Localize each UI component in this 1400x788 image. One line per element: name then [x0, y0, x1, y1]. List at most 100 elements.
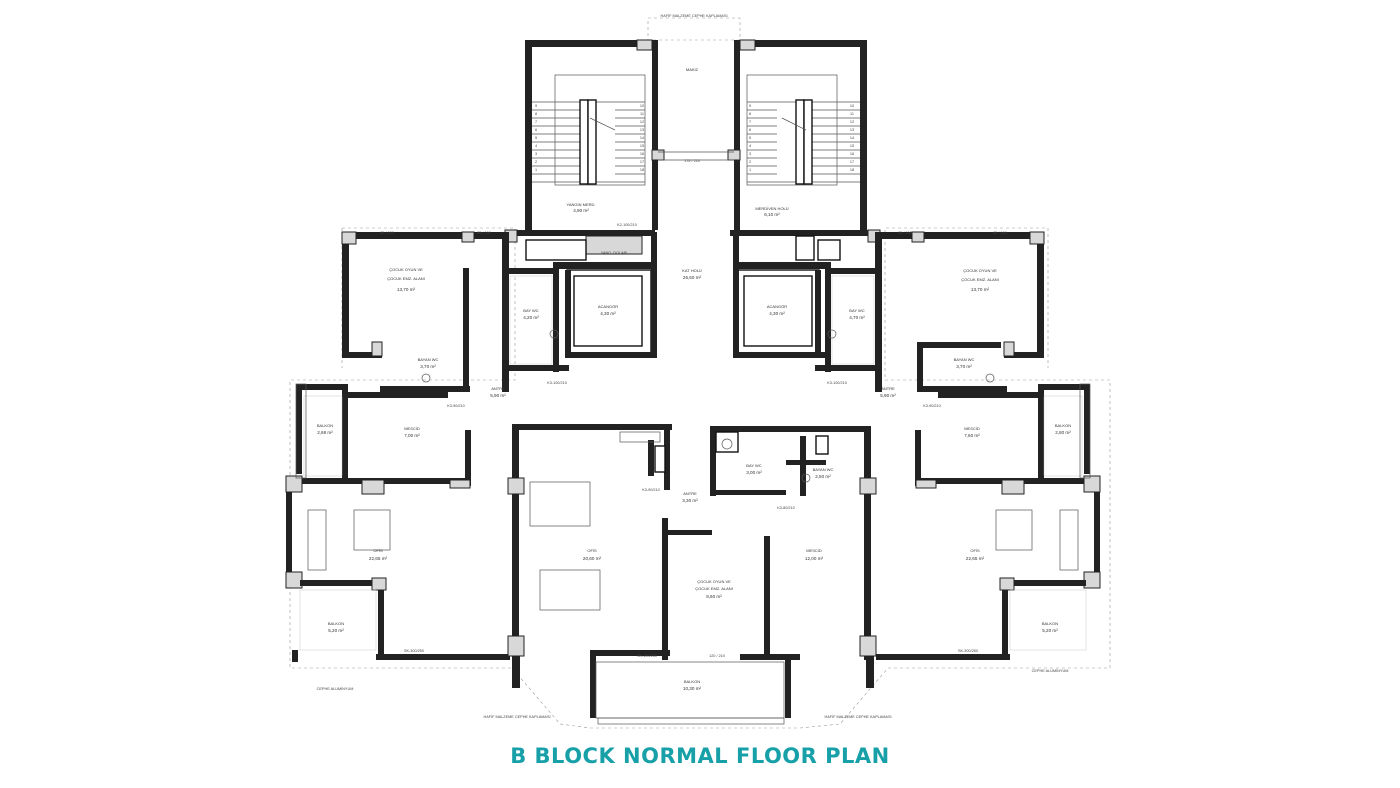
stair-numbers: 9876543211011121314151617189876543211011… [535, 104, 854, 172]
stair-step-number: 16 [640, 152, 644, 156]
room-labels: HAFİF MALZEME CEPHE KAPLAMASI MAKİZ KAT … [317, 13, 1072, 719]
l-bayan-wc-area: 3,70 m² [420, 364, 436, 369]
stair-step-number: 9 [749, 104, 751, 108]
area-yangin-merd: 4,90 m² [573, 208, 589, 213]
dim-85-150-r2: 85 / 150 [993, 231, 1007, 235]
l-cocuk-1: ÇOCUK OYUN VE [389, 267, 423, 272]
r-bayan-wc-area: 3,70 m² [956, 364, 972, 369]
l-door-k3-100: K3-100/210 [547, 381, 567, 385]
c-door-k3-90: K3-90/210 [642, 488, 660, 492]
stair-step-number: 3 [749, 152, 751, 156]
r-cocuk-area: 13,70 m² [971, 287, 990, 292]
l-mescid: MESCİD [404, 426, 420, 431]
stair-step-number: 8 [535, 112, 537, 116]
label-kat-holu: KAT HOLÜ [682, 268, 702, 273]
r-cephe: CEPHE ALUMİNYUM [1032, 668, 1069, 673]
c-hafif-r: HAFİF MALZEME CEPHE KAPLAMASI [824, 714, 891, 719]
right-stair-treads [747, 99, 860, 185]
l-cocuk-area: 13,70 m² [397, 287, 416, 292]
stair-step-number: 7 [749, 120, 751, 124]
c-bay-wc: BAY WC [746, 463, 762, 468]
r-antre-area: 5,90 m² [880, 393, 896, 398]
right-stair-core [727, 39, 881, 243]
stair-step-number: 9 [535, 104, 537, 108]
top-note: HAFİF MALZEME CEPHE KAPLAMASI [660, 13, 727, 18]
left-lower-rooms [285, 383, 510, 662]
l-cephe: CEPHE ALUMİNYUM [317, 686, 354, 691]
page-title: B BLOCK NORMAL FLOOR PLAN [510, 744, 890, 768]
c-bay-wc-area: 3,00 m² [746, 470, 762, 475]
dim-85-150-l2: 85 / 150 [477, 231, 491, 235]
dim-85-150-r1: 85 / 150 [898, 231, 912, 235]
stair-step-number: 10 [850, 104, 854, 108]
l-balkon-top: BALKON [317, 423, 333, 428]
slab-outline [289, 17, 1111, 729]
c-balkon: BALKON [684, 679, 700, 684]
area-merdiven-holu: 6,10 m² [764, 212, 780, 217]
label-makiz: MAKİZ [686, 67, 699, 72]
r-cocuk-2: ÇOCUK EMZ. ALANI [961, 277, 999, 282]
dim-85-150-l1: 85 / 150 [380, 231, 394, 235]
stair-step-number: 6 [749, 128, 751, 132]
l-door-k3-90: K3-90/210 [447, 404, 465, 408]
stair-step-number: 13 [850, 128, 854, 132]
stair-step-number: 16 [850, 152, 854, 156]
c-bayan-wc: BAYAN WC [813, 467, 834, 472]
stair-step-number: 2 [535, 160, 537, 164]
stair-step-number: 5 [749, 136, 751, 140]
stair-step-number: 15 [850, 144, 854, 148]
c-ofis: OFİS [587, 548, 597, 553]
stair-step-number: 7 [535, 120, 537, 124]
stair-step-number: 14 [850, 136, 854, 140]
l-antre-area: 5,90 m² [490, 393, 506, 398]
stair-step-number: 13 [640, 128, 644, 132]
stair-step-number: 11 [850, 112, 854, 116]
stair-step-number: 4 [749, 144, 751, 148]
right-lower-rooms [876, 383, 1101, 660]
stair-step-number: 8 [749, 112, 751, 116]
r-bay-wc: BAY WC [849, 308, 865, 313]
r-ofis: OFİS [970, 548, 980, 553]
l-mescid-area: 7,00 m² [404, 433, 420, 438]
r-bayan-wc: BAYAN WC [954, 357, 975, 362]
left-stair-treads [532, 99, 645, 185]
left-upper-rooms [341, 231, 657, 392]
c-cocuk-1: ÇOCUK OYUN VE [697, 579, 731, 584]
stair-step-number: 10 [640, 104, 644, 108]
r-balkon-bottom: BALKON [1042, 621, 1058, 626]
c-ofis-area: 20,60 m² [583, 556, 602, 561]
right-upper-rooms [733, 231, 1045, 392]
r-mescid: MESCİD [964, 426, 980, 431]
c-hafif-l: HAFİF MALZEME CEPHE KAPLAMASI [483, 714, 550, 719]
c-mescid-area: 12,00 m² [805, 556, 824, 561]
stair-step-number: 2 [749, 160, 751, 164]
l-ofis: OFİS [373, 548, 383, 553]
stair-step-number: 18 [640, 168, 644, 172]
l-antre: ANTRE [491, 386, 505, 391]
r-cocuk-1: ÇOCUK OYUN VE [963, 268, 997, 273]
l-cocuk-2: ÇOCUK EMZ. ALANI [387, 276, 425, 281]
c-dim-120: 120 / 210 [709, 654, 725, 658]
stair-step-number: 6 [535, 128, 537, 132]
r-door-k3-90: K3-90/210 [923, 404, 941, 408]
c-bayan-wc-area: 2,50 m² [815, 474, 831, 479]
stair-step-number: 12 [850, 120, 854, 124]
l-ofis-area: 22,65 m² [369, 556, 388, 561]
r-antre: ANTRE [881, 386, 895, 391]
stair-step-number: 1 [535, 168, 537, 172]
c-antre: ANTRE [683, 491, 697, 496]
stair-step-number: 1 [749, 168, 751, 172]
c-door-k3-80: K3-80/210 [777, 506, 795, 510]
r-balkon-bottom-area: 5,20 m² [1042, 628, 1058, 633]
c-mescid: MESCİD [806, 548, 822, 553]
dim-175-210: 175 / 210 [684, 159, 700, 163]
c-cocuk-area: 8,60 m² [706, 594, 722, 599]
l-bay-wc: BAY WC [523, 308, 539, 313]
stair-step-number: 17 [850, 160, 854, 164]
stair-step-number: 5 [535, 136, 537, 140]
l-balkon-top-area: 2,68 m² [317, 430, 333, 435]
l-bayan-wc: BAYAN WC [418, 357, 439, 362]
c-sk-150: SK-150/250 [637, 654, 657, 658]
r-ofis-area: 22,65 m² [966, 556, 985, 561]
